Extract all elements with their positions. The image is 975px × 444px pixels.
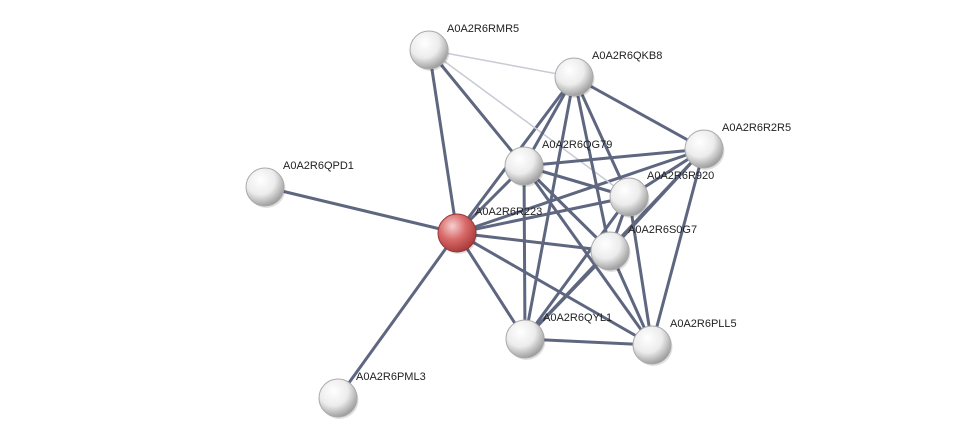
edge-A0A2R6R920-A0A2R6PLL5 xyxy=(627,195,654,347)
edge-A0A2R6RMR5-A0A2R6R920 xyxy=(428,49,630,198)
node-label: A0A2R6PLL5 xyxy=(670,318,737,330)
edge-A0A2R6QKB8-A0A2R6R920 xyxy=(572,75,631,199)
node-label: A0A2R6R920 xyxy=(647,170,714,182)
nodes-layer: A0A2R6RMR5A0A2R6QKB8A0A2R6R2R5A0A2R6QG79… xyxy=(245,23,791,419)
node-A0A2R6R223[interactable]: A0A2R6R223 xyxy=(437,206,542,254)
edge-A0A2R6S0G7-A0A2R6QYL1 xyxy=(523,249,612,341)
node-label: A0A2R6QG79 xyxy=(542,139,612,151)
node-label: A0A2R6PML3 xyxy=(356,371,426,383)
node-A0A2R6QPD1[interactable]: A0A2R6QPD1 xyxy=(245,160,354,208)
node-sphere[interactable] xyxy=(409,30,449,70)
node-A0A2R6PLL5[interactable]: A0A2R6PLL5 xyxy=(632,318,737,366)
node-sphere[interactable] xyxy=(504,146,544,186)
edge-A0A2R6QKB8-A0A2R6S0G7 xyxy=(572,75,612,253)
edge-A0A2R6R223-A0A2R6QYL1 xyxy=(455,231,527,341)
node-label: A0A2R6R223 xyxy=(475,206,542,218)
node-A0A2R6QYL1[interactable]: A0A2R6QYL1 xyxy=(505,312,612,360)
edge-A0A2R6QG79-A0A2R6S0G7 xyxy=(522,164,612,253)
node-sphere[interactable] xyxy=(245,167,285,207)
node-A0A2R6R920[interactable]: A0A2R6R920 xyxy=(609,170,714,218)
node-label: A0A2R6QPD1 xyxy=(283,160,354,172)
edge-A0A2R6RMR5-A0A2R6QKB8 xyxy=(428,49,575,78)
node-label: A0A2R6R2R5 xyxy=(722,122,791,134)
node-sphere[interactable] xyxy=(632,325,672,365)
edge-A0A2R6R223-A0A2R6S0G7 xyxy=(455,231,612,253)
node-sphere[interactable] xyxy=(318,378,358,418)
node-sphere[interactable] xyxy=(684,129,724,169)
edge-A0A2R6QKB8-A0A2R6R2R5 xyxy=(572,75,706,151)
node-A0A2R6R2R5[interactable]: A0A2R6R2R5 xyxy=(684,122,791,170)
edge-A0A2R6R223-A0A2R6PLL5 xyxy=(455,231,654,347)
node-label: A0A2R6QKB8 xyxy=(592,50,662,62)
node-sphere[interactable] xyxy=(554,57,594,97)
edge-A0A2R6QYL1-A0A2R6PLL5 xyxy=(523,337,654,347)
node-sphere[interactable] xyxy=(609,177,649,217)
node-A0A2R6QG79[interactable]: A0A2R6QG79 xyxy=(504,139,612,187)
edge-A0A2R6R920-A0A2R6QYL1 xyxy=(523,195,631,341)
node-A0A2R6RMR5[interactable]: A0A2R6RMR5 xyxy=(409,23,519,71)
edge-A0A2R6R223-A0A2R6PML3 xyxy=(336,231,459,400)
edge-A0A2R6QG79-A0A2R6QYL1 xyxy=(522,164,527,341)
node-A0A2R6S0G7[interactable]: A0A2R6S0G7 xyxy=(590,224,697,272)
node-label: A0A2R6RMR5 xyxy=(447,23,519,35)
edge-A0A2R6RMR5-A0A2R6QG79 xyxy=(427,48,526,168)
edge-A0A2R6R223-A0A2R6R2R5 xyxy=(455,147,706,235)
edge-A0A2R6R223-A0A2R6QPD1 xyxy=(263,185,459,235)
edge-A0A2R6R2R5-A0A2R6QG79 xyxy=(522,147,706,168)
node-A0A2R6PML3[interactable]: A0A2R6PML3 xyxy=(318,371,426,419)
node-label: A0A2R6QYL1 xyxy=(543,312,612,324)
node-sphere[interactable] xyxy=(590,231,630,271)
node-label: A0A2R6S0G7 xyxy=(628,224,697,236)
query-node-sphere[interactable] xyxy=(437,213,477,253)
node-A0A2R6QKB8[interactable]: A0A2R6QKB8 xyxy=(554,50,662,98)
edge-A0A2R6R2R5-A0A2R6PLL5 xyxy=(650,147,706,347)
node-sphere[interactable] xyxy=(505,319,545,359)
edge-A0A2R6R223-A0A2R6RMR5 xyxy=(427,48,459,235)
edge-A0A2R6QKB8-A0A2R6QYL1 xyxy=(523,75,576,341)
